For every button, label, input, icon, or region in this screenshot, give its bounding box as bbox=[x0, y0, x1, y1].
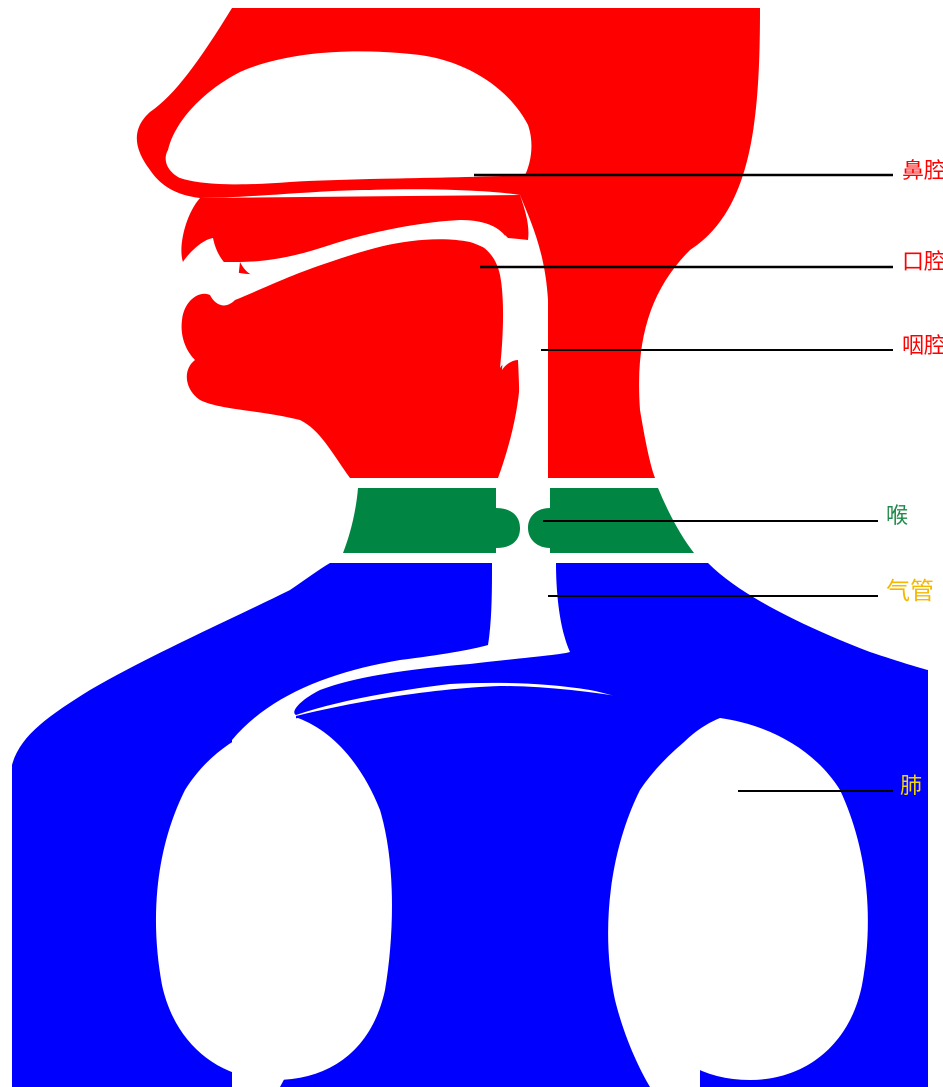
label-trachea: 气管 bbox=[886, 578, 934, 604]
label-nasal-cavity: 鼻腔 bbox=[902, 159, 943, 185]
label-larynx: 喉 bbox=[886, 504, 908, 530]
label-oral-cavity: 口腔 bbox=[902, 250, 943, 276]
label-pharynx: 咽腔 bbox=[902, 334, 943, 360]
mouth-opening bbox=[214, 262, 240, 300]
larynx-left bbox=[343, 488, 520, 553]
label-lung: 肺 bbox=[900, 774, 922, 800]
